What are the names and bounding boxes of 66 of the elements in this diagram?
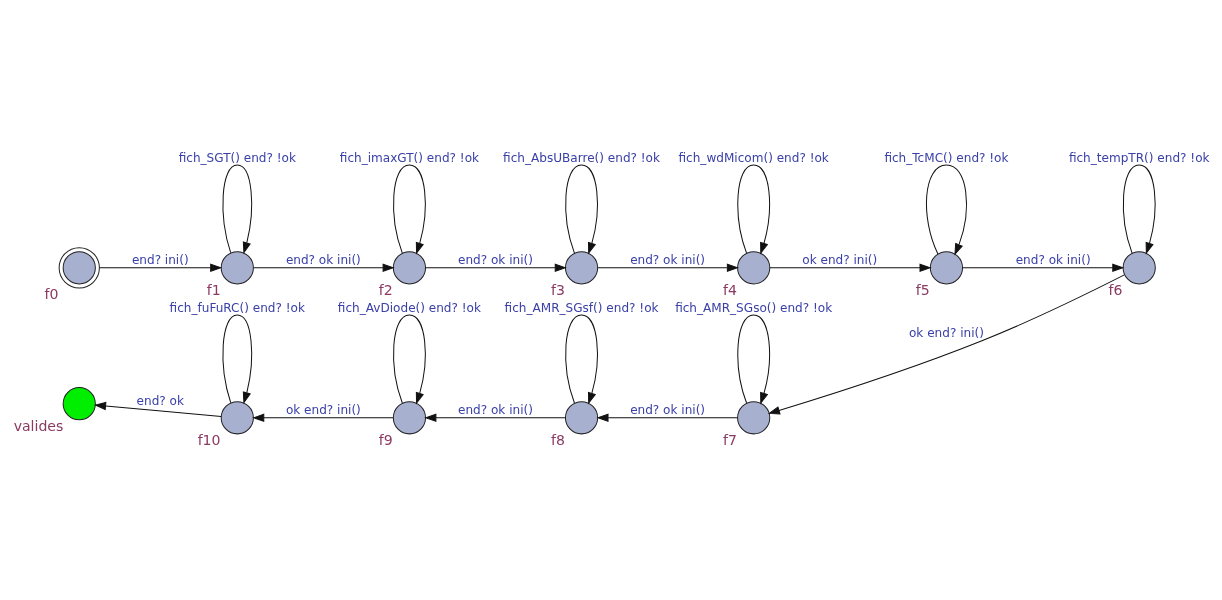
node-label: f10 (197, 431, 221, 448)
edge-label: end? ok ini() (1015, 252, 1091, 267)
edge-label: fich_imaxGT() end? !ok (339, 150, 479, 165)
arrow (423, 413, 566, 422)
edge-label: fich_fuFuRC() end? !ok (169, 300, 305, 315)
node-label: f8 (550, 431, 565, 448)
arrow (252, 263, 395, 272)
node-circle (736, 400, 770, 434)
edge-label: fich_AMR_SGso() end? !ok (674, 300, 832, 315)
node-label: f0 (44, 285, 59, 302)
edge-label: ok end? ini() (285, 402, 361, 417)
arrow (98, 263, 222, 272)
arrow (596, 263, 739, 272)
arrow (595, 413, 738, 422)
edge-label: end? ok (136, 393, 184, 408)
arrow (251, 413, 394, 422)
edge-label: fich_tempTR() end? !ok (1068, 150, 1210, 165)
arrow (925, 164, 967, 255)
node-circle (62, 386, 96, 420)
arrow (736, 314, 770, 404)
node-label: f7 (722, 431, 737, 448)
arrow (564, 314, 598, 404)
node-label: f6 (1108, 281, 1123, 298)
node-circle (392, 400, 426, 434)
edge-label: fich_wdMicom() end? !ok (678, 150, 829, 165)
arrow (221, 314, 252, 404)
node-circle (220, 400, 254, 434)
arrow (392, 314, 426, 404)
edge-label: fich_AMR_SGsf() end? !ok (504, 300, 659, 315)
node-label: f2 (378, 281, 393, 298)
edge-label: fich_AbsUBarre() end? !ok (502, 150, 660, 165)
edge-label: end? ok ini() (285, 252, 361, 267)
node-circle (929, 250, 963, 284)
arrow (1122, 164, 1155, 255)
node-circle (392, 250, 426, 284)
node-circle (58, 246, 100, 288)
arrow (564, 164, 598, 255)
node-label: f5 (915, 281, 930, 298)
node-circle (220, 250, 254, 284)
edge-label: end? ok ini() (629, 402, 705, 417)
arrow (767, 273, 1125, 414)
node-label: f9 (378, 431, 393, 448)
arrow (736, 164, 770, 255)
edge-label: end? ini() (131, 252, 189, 267)
node-label: f3 (550, 281, 565, 298)
arrow (424, 263, 567, 272)
edge-label: fich_TcMC() end? !ok (883, 150, 1008, 165)
edge-label: ok end? ini() (908, 325, 984, 340)
node-label: f1 (206, 281, 221, 298)
edge-label: end? ok ini() (629, 252, 705, 267)
arrow (392, 164, 426, 255)
arrow (768, 263, 932, 272)
arrow (93, 401, 222, 417)
arrow (961, 263, 1124, 272)
node-circle (736, 250, 770, 284)
edge-label: end? ok ini() (457, 252, 533, 267)
arrow (221, 164, 252, 254)
edge-label: end? ok ini() (457, 402, 533, 417)
node-circle (1122, 250, 1156, 284)
edge-label: fich_SGT() end? !ok (178, 150, 296, 165)
node-circle (564, 250, 598, 284)
node-circle (564, 400, 598, 434)
edge-label: ok end? ini() (801, 252, 877, 267)
edge-label: fich_AvDiode() end? !ok (337, 300, 481, 315)
node-label: f4 (722, 281, 737, 298)
node-label: valides (13, 417, 63, 434)
